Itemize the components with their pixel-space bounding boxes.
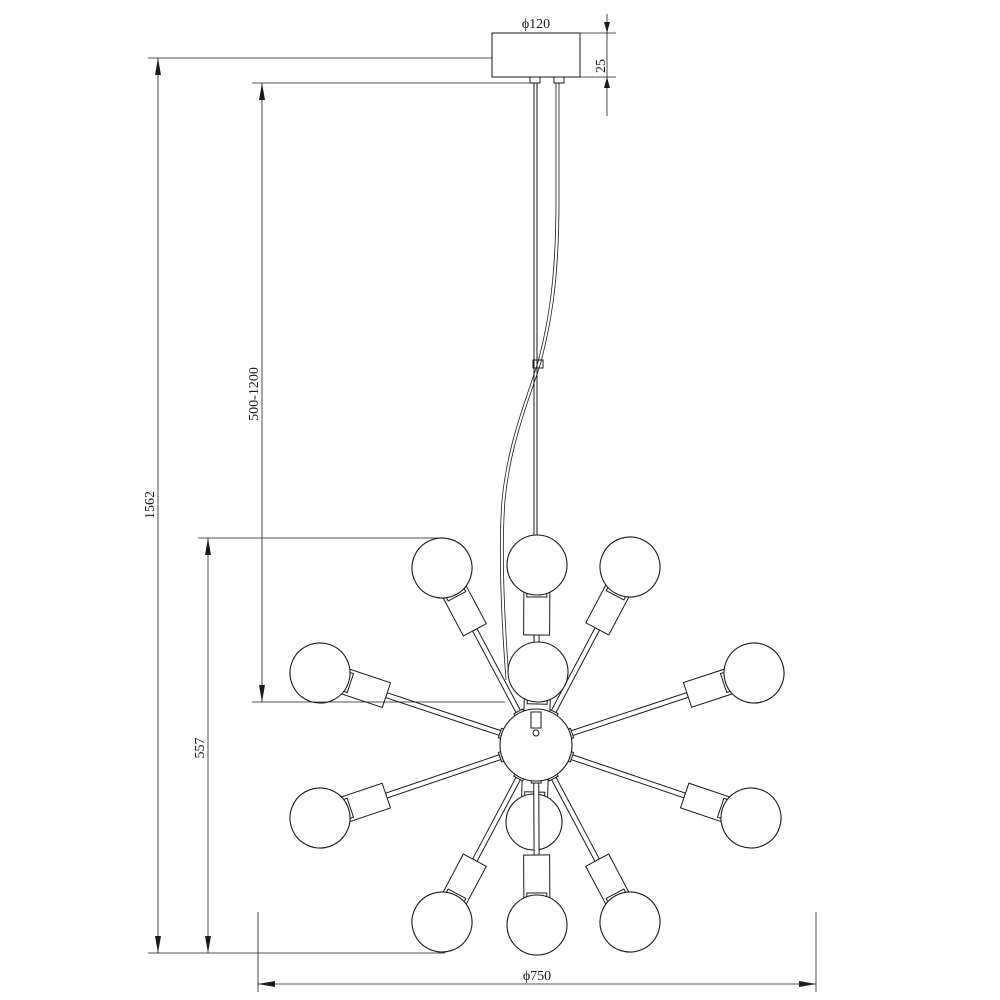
fixture-height-arrow-top [205,538,211,555]
arm-top-left-bulb [411,537,473,599]
dimensions: ϕ120 25 1562 500-1200 557 ϕ750 [143,14,817,992]
fixture-diameter-label: ϕ750 [523,969,551,984]
arm-lower-right [562,749,782,849]
arm-bottom-left-bulb [411,891,473,953]
canopy-height-arrow-top [604,22,610,33]
power-wire [499,83,557,681]
center-hub [499,708,573,782]
hub-stem-collar [530,711,542,729]
arm-top-bulb [506,534,568,596]
arm-bottom-rod [533,778,540,856]
hub-screw [532,729,540,737]
canopy [491,32,581,84]
cable-length-label: 500-1200 [247,367,262,421]
arm-lower-right-bulb [720,787,782,849]
fixture-height-arrow-bottom [205,936,211,953]
arm-upper-left-bulb [289,642,351,704]
arm-lower-right-rod [566,752,687,799]
cable-clip [532,359,544,369]
canopy-height-arrow-bottom [604,77,610,88]
total-height-arrow-bottom [155,936,161,953]
cable-length-arrow-bottom [259,685,265,702]
fixture-height-label: 557 [193,738,208,759]
arm-upper-left-rod [384,692,506,738]
canopy-diameter-label: ϕ120 [522,17,550,32]
arm-lower-left [289,749,510,849]
arm-bottom-right [544,768,661,953]
canopy-body [491,32,581,78]
canopy-cable-grip [529,76,541,84]
total-height-label: 1562 [143,491,158,519]
hub [499,708,573,782]
arm-bottom-left [411,768,528,953]
fixture-diameter-arrow-right [799,981,816,987]
arm-upper-left [289,642,510,741]
total-height-arrow-top [155,58,161,75]
power-wire-edge [502,83,560,681]
arm-bottom-bulb [506,894,568,956]
arm-top-left [411,537,528,722]
arm-upper-right-rod [566,691,689,738]
arm-top-right-bulb [599,536,661,598]
arm-front-center-bulb [507,641,569,703]
canopy-height-label: 25 [594,59,609,73]
arm-bottom-right-bulb [599,891,661,953]
arm-lower-left-bulb [289,787,351,849]
arm-top-right [544,536,661,722]
cable-length-arrow-top [259,83,265,100]
fixture-diameter-arrow-left [258,981,275,987]
arm-upper-right [562,642,785,741]
arm-upper-right-bulb [723,642,785,704]
arm-lower-left-rod [384,752,506,799]
canopy-wire-grip [553,76,565,84]
